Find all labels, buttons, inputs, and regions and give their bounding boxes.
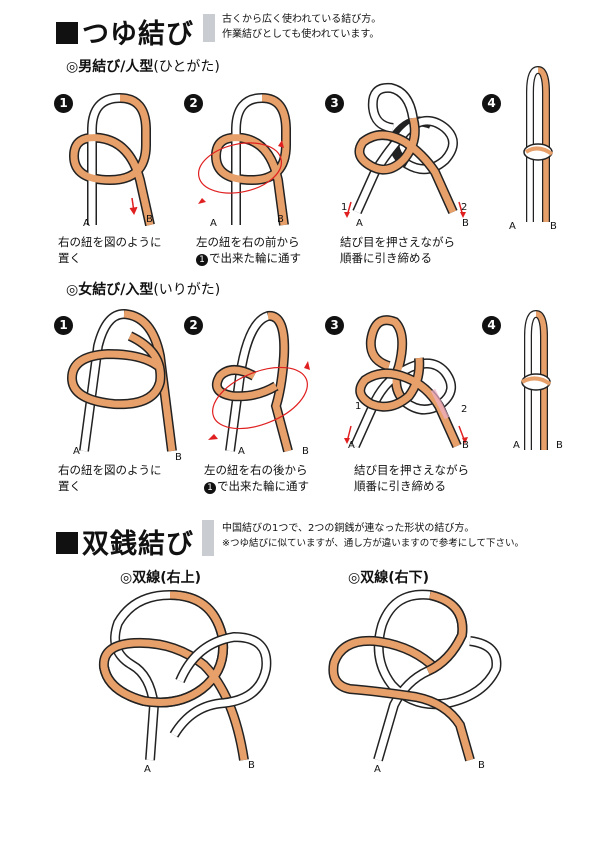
caption-line-2: で出来た輪に通す (217, 479, 309, 493)
female-step-3-diagram (344, 315, 468, 449)
female-step-1-number: 1 (54, 316, 73, 335)
male-step-2-label-b: B (277, 214, 284, 225)
female-knot-heading: ◎女結び/入型(いりがた) (66, 279, 220, 299)
male-step-3-number: 3 (325, 94, 344, 113)
female-step-3-number: 3 (325, 316, 344, 335)
male-step-3-caption: 結び目を押さえながら 順番に引き締める (340, 234, 455, 266)
square-bullet-icon (56, 22, 78, 44)
desc-line-2: ※つゆ結びに似ていますが、通し方が違いますので参考にして下さい。 (222, 538, 524, 549)
male-step-3-order-1: 1 (341, 202, 348, 213)
caption-line-1: 左の紐を右の前から (196, 235, 300, 249)
double-right-up-heading: ◎双線(右上) (120, 570, 202, 586)
female-step-4-number: 4 (482, 316, 501, 335)
male-step-1-number: 1 (54, 94, 73, 113)
male-step-3-order-2: 2 (461, 202, 468, 213)
male-heading-reading: (ひとがた) (153, 59, 220, 75)
female-step-3-order-2: 2 (461, 404, 468, 415)
section-title-text: つゆ結び (82, 19, 194, 50)
male-heading-text: ◎男結び/人型 (66, 59, 154, 75)
square-bullet-icon (56, 532, 78, 554)
female-step-1-caption: 右の紐を図のように 置く (58, 462, 162, 494)
female-step-3-order-1: 1 (355, 401, 362, 412)
desc-line-2: 作業結びとしても使われています。 (222, 29, 380, 40)
female-heading-reading: (いりがた) (153, 282, 221, 298)
caption-line-2: 置く (58, 479, 81, 493)
female-step-2-label-b: B (302, 446, 309, 457)
section1-description: 古くから広く使われている結び方。 作業結びとしても使われています。 (222, 12, 381, 42)
male-step-4-label-b: B (550, 221, 557, 232)
male-step-3-label-a: A (356, 218, 363, 229)
desc-line-1: 中国結びの1つで、2つの銅銭が連なった形状の結び方。 (222, 523, 475, 534)
female-step-1-label-a: A (73, 446, 80, 457)
female-step-4-label-b: B (556, 440, 563, 451)
female-step-3-caption: 結び目を押さえながら 順番に引き締める (354, 462, 469, 494)
caption-line-1: 結び目を押さえながら (354, 463, 469, 477)
male-step-1-diagram (68, 92, 155, 227)
title-accent-bar (202, 520, 214, 556)
caption-line-2: で出来た輪に通す (209, 251, 301, 265)
female-step-4-label-a: A (513, 440, 520, 451)
double-right-up-label-a: A (144, 764, 151, 775)
female-step-3-label-b: B (462, 440, 469, 451)
female-heading-text: ◎女結び/入型 (66, 282, 154, 298)
section-title-text: 双銭結び (82, 529, 194, 560)
caption-line-1: 結び目を押さえながら (340, 235, 455, 249)
male-knot-heading: ◎男結び/人型(ひとがた) (66, 56, 220, 76)
male-step-1-caption: 右の紐を図のように 置く (58, 234, 162, 266)
female-step-1-label-b: B (175, 452, 182, 463)
double-right-down-heading: ◎双線(右下) (348, 570, 430, 586)
double-right-up-diagram (98, 589, 272, 761)
caption-line-2: 順番に引き締める (340, 251, 432, 265)
male-step-1-label-a: A (83, 218, 90, 229)
male-step-4-diagram (523, 65, 554, 222)
section2-description: 中国結びの1つで、2つの銅銭が連なった形状の結び方。 ※つゆ結びに似ていますが、… (222, 521, 524, 551)
caption-line-1: 左の紐を右の後から (204, 463, 308, 477)
female-step-2-label-a: A (238, 446, 245, 457)
male-step-2-label-a: A (210, 218, 217, 229)
desc-line-1: 古くから広く使われている結び方。 (222, 14, 382, 25)
section-title-tsuyu: つゆ結び (56, 12, 194, 51)
double-right-down-label-b: B (478, 760, 485, 771)
caption-line-1: 右の紐を図のように (58, 235, 162, 249)
female-step-1-diagram (66, 308, 177, 452)
male-step-1-label-b: B (146, 214, 153, 225)
male-step-2-diagram (198, 92, 291, 226)
female-step-3-label-a: A (348, 440, 355, 451)
double-right-up-label-b: B (248, 760, 255, 771)
male-step-4-number: 4 (482, 94, 501, 113)
male-step-3-diagram (344, 82, 466, 218)
female-step-4-diagram (521, 309, 552, 450)
step-ref-icon: 1 (204, 482, 216, 494)
double-right-down-label-a: A (374, 764, 381, 775)
caption-line-2: 置く (58, 251, 81, 265)
male-step-3-label-b: B (462, 218, 469, 229)
female-step-2-number: 2 (184, 316, 203, 335)
male-step-2-number: 2 (184, 94, 203, 113)
title-accent-bar (203, 14, 215, 42)
male-step-4-label-a: A (509, 221, 516, 232)
female-step-2-diagram (208, 311, 310, 453)
caption-line-1: 右の紐を図のように (58, 463, 162, 477)
caption-line-2: 順番に引き締める (354, 479, 446, 493)
section-title-sosen: 双銭結び (56, 522, 194, 561)
step-ref-icon: 1 (196, 254, 208, 266)
double-right-down-diagram (328, 589, 502, 762)
